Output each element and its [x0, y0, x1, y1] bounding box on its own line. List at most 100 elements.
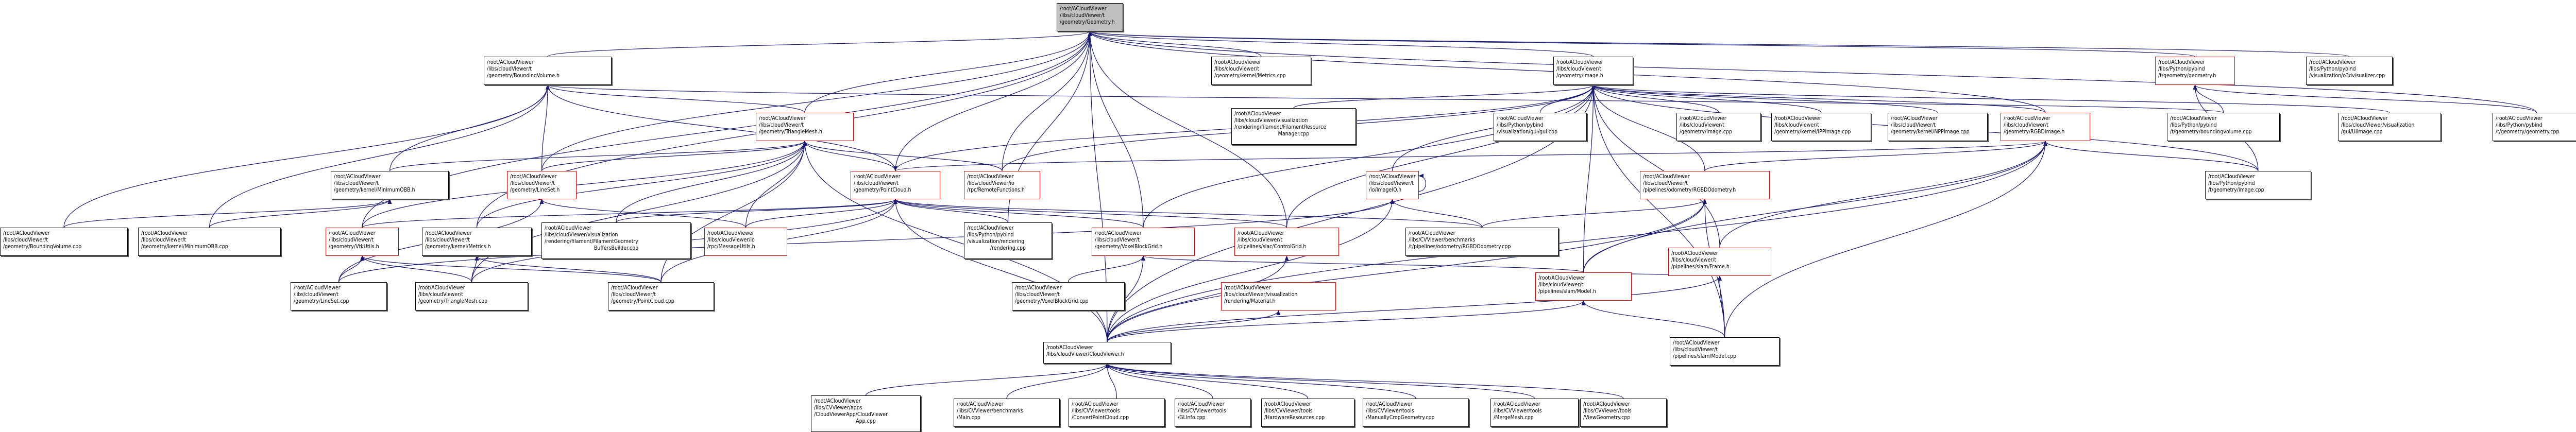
- graph-node-pybind-boundingvolume-cpp[interactable]: /root/ACloudViewer/libs/Python/pybind/t/…: [2167, 113, 2280, 141]
- dependency-edge: [476, 141, 807, 228]
- node-label-line: /HardwareResources.cpp: [1264, 414, 1325, 421]
- node-label-line: /root/ACloudViewer: [2208, 174, 2255, 180]
- graph-node-convertpointcloud-cpp[interactable]: /root/ACloudViewer/libs/CVViewer/tools/C…: [1069, 399, 1165, 427]
- dependency-edge: [893, 199, 1483, 228]
- graph-node-pointcloud-cpp[interactable]: /root/ACloudViewer/libs/cloudViewer/t/ge…: [608, 282, 714, 310]
- graph-node-lineset-cpp[interactable]: /root/ACloudViewer/libs/cloudViewer/t/ge…: [291, 282, 387, 310]
- graph-node-manuallycropgeometry-cpp[interactable]: /root/ACloudViewer/libs/CVViewer/tools/M…: [1363, 399, 1469, 427]
- graph-node-minimumobb-cpp[interactable]: /root/ACloudViewer/libs/cloudViewer/t/ge…: [138, 228, 281, 256]
- graph-node-pybind-geometry-h[interactable]: /root/ACloudViewer/libs/Python/pybind/t/…: [2155, 57, 2235, 85]
- dependency-edge: [1088, 31, 1287, 228]
- graph-node-messageutils-h[interactable]: /root/ACloudViewer/libs/cloudViewer/io/r…: [704, 228, 787, 256]
- dependency-edge: [1105, 363, 1117, 399]
- dependency-edge: [893, 199, 1144, 228]
- node-label-line: /geometry/VoxelBlockGrid.cpp: [1015, 298, 1089, 304]
- graph-node-geometry-h[interactable]: /root/ACloudViewer/libs/cloudViewer/t/ge…: [1057, 3, 1123, 31]
- node-label-line: /geometry/VoxelBlockGrid.h: [1095, 244, 1163, 250]
- node-label-line: App.cpp: [856, 418, 876, 424]
- node-label-line: /root/ACloudViewer: [1583, 401, 1630, 407]
- graph-node-cloudviewerapp-cpp[interactable]: /root/ACloudViewer/libs/CVViewer/apps/Cl…: [811, 395, 921, 432]
- node-label-line: /libs/CVViewer/benchmarks: [1409, 237, 1476, 243]
- node-label-line: /root/ACloudViewer: [1494, 401, 1540, 407]
- graph-node-bench-main-cpp[interactable]: /root/ACloudViewer/libs/CVViewer/benchma…: [954, 399, 1060, 427]
- node-label-line: /libs/CVViewer/benchmarks: [957, 408, 1024, 414]
- graph-node-hardwareresources-cpp[interactable]: /root/ACloudViewer/libs/CVViewer/tools/H…: [1261, 399, 1354, 427]
- graph-node-cloudviewer-h[interactable]: /root/ACloudViewer/libs/cloudViewer/Clou…: [1043, 342, 1171, 364]
- graph-node-image-h[interactable]: /root/ACloudViewer/libs/cloudViewer/t/ge…: [1553, 57, 1633, 85]
- graph-node-pybind-rendering-cpp[interactable]: /root/ACloudViewer/libs/Python/pybind/vi…: [964, 222, 1052, 259]
- node-label-line: /root/ACloudViewer: [1214, 59, 1261, 65]
- node-label-line: /libs/cloudViewer/t: [329, 237, 374, 243]
- node-label-line: /libs/cloudViewer/visualization: [2341, 122, 2415, 128]
- dependency-edge: [1107, 310, 1281, 342]
- dependency-edge: [865, 363, 1109, 396]
- graph-node-uiimage-cpp[interactable]: /root/ACloudViewer/libs/cloudViewer/visu…: [2338, 113, 2441, 141]
- graph-node-voxelblockgrid-cpp[interactable]: /root/ACloudViewer/libs/cloudViewer/t/ge…: [1012, 282, 1125, 310]
- graph-node-rgbdimage-h[interactable]: /root/ACloudViewer/libs/cloudViewer/t/ge…: [2001, 113, 2090, 141]
- graph-node-boundingvolume-cpp[interactable]: /root/ACloudViewer/libs/cloudViewer/t/ge…: [0, 228, 128, 256]
- node-label-line: /ConvertPointCloud.cpp: [1072, 414, 1129, 421]
- graph-node-bench-rgbdodometry-cpp[interactable]: /root/ACloudViewer/libs/CVViewer/benchma…: [1405, 228, 1558, 256]
- node-label-line: /ViewGeometry.cpp: [1583, 414, 1631, 421]
- node-label-line: /geometry/BoundingVolume.h: [487, 73, 560, 79]
- dependency-edge: [1481, 199, 1707, 228]
- graph-node-pybind-image-cpp[interactable]: /root/ACloudViewer/libs/Python/pybind/t/…: [2205, 171, 2311, 199]
- graph-node-viewgeometry-cpp[interactable]: /root/ACloudViewer/libs/CVViewer/tools/V…: [1580, 399, 1667, 427]
- graph-node-ippimage-cpp[interactable]: /root/ACloudViewer/libs/cloudViewer/t/ge…: [1771, 113, 1871, 141]
- dependency-edge: [1002, 31, 1092, 171]
- node-label-line: /root/ACloudViewer: [1643, 174, 1690, 180]
- graph-node-trianglemesh-h[interactable]: /root/ACloudViewer/libs/cloudViewer/t/ge…: [756, 113, 854, 141]
- node-label-line: /libs/cloudViewer/t: [1538, 282, 1584, 288]
- node-label-line: /pipelines/slam/Model.cpp: [1673, 353, 1737, 359]
- graph-node-remotefunctions-h[interactable]: /root/ACloudViewer/libs/cloudViewer/io/r…: [964, 171, 1040, 199]
- node-label-line: /ManuallyCropGeometry.cpp: [1366, 414, 1435, 421]
- node-label-line: /libs/cloudViewer/t: [1671, 257, 1717, 263]
- graph-node-o3dvisualizer-cpp[interactable]: /root/ACloudViewer/libs/Python/pybind/vi…: [2306, 57, 2393, 85]
- graph-node-metrics-h[interactable]: /root/ACloudViewer/libs/cloudViewer/t/ge…: [422, 228, 532, 256]
- graph-node-lineset-h[interactable]: /root/ACloudViewer/libs/cloudViewer/t/ge…: [507, 171, 577, 199]
- node-label-line: /root/ACloudViewer: [3, 230, 50, 236]
- dependency-edge: [2193, 84, 2537, 113]
- node-label-line: /t/geometry/image.cpp: [2208, 187, 2264, 193]
- graph-node-imageio-h[interactable]: /root/ACloudViewer/libs/cloudViewer/t/io…: [1366, 171, 1419, 199]
- dependency-edge: [360, 255, 472, 283]
- node-label-line: /libs/cloudViewer/t: [141, 237, 187, 243]
- graph-node-material-h[interactable]: /root/ACloudViewer/libs/cloudViewer/visu…: [1221, 282, 1336, 310]
- graph-node-pointcloud-h[interactable]: /root/ACloudViewer/libs/cloudViewer/t/ge…: [851, 171, 940, 199]
- node-label-line: /pipelines/slam/Frame.h: [1671, 264, 1730, 270]
- node-label-line: /io/ImageIO.h: [1369, 187, 1402, 193]
- graph-node-filamentresource-cpp[interactable]: /root/ACloudViewer/libs/cloudViewer/visu…: [1231, 108, 1356, 145]
- graph-node-pybind-geometry-cpp[interactable]: /root/ACloudViewer/libs/Python/pybind/t/…: [2493, 113, 2576, 141]
- graph-node-image-cpp[interactable]: /root/ACloudViewer/libs/cloudViewer/t/ge…: [1676, 113, 1761, 141]
- graph-node-controlgrid-h[interactable]: /root/ACloudViewer/libs/cloudViewer/t/pi…: [1234, 228, 1339, 256]
- node-label-line: /geometry/Image.h: [1556, 73, 1603, 79]
- graph-node-metrics-cpp[interactable]: /root/ACloudViewer/libs/cloudViewer/t/ge…: [1211, 57, 1311, 85]
- dependency-edge: [895, 31, 1092, 171]
- graph-node-gui-cpp[interactable]: /root/ACloudViewer/libs/Python/pybind/vi…: [1494, 113, 1587, 141]
- node-label-line: /root/ACloudViewer: [1774, 115, 1821, 122]
- dependency-edge: [804, 31, 1092, 113]
- graph-node-slammodel-h[interactable]: /root/ACloudViewer/libs/cloudViewer/t/pi…: [1535, 272, 1632, 301]
- graph-node-nppimage-cpp[interactable]: /root/ACloudViewer/libs/cloudViewer/t/ge…: [1888, 113, 1988, 141]
- node-label-line: /libs/cloudViewer/t: [1095, 237, 1140, 243]
- graph-node-slammodel-cpp[interactable]: /root/ACloudViewer/libs/cloudViewer/t/pi…: [1670, 337, 1780, 366]
- graph-node-slamframe-h[interactable]: /root/ACloudViewer/libs/cloudViewer/t/pi…: [1668, 248, 1771, 276]
- dependency-edge: [389, 141, 807, 171]
- node-label-line: /MergeMesh.cpp: [1494, 414, 1534, 421]
- graph-node-voxelblockgrid-h[interactable]: /root/ACloudViewer/libs/cloudViewer/t/ge…: [1092, 228, 1195, 256]
- graph-node-glinfo-cpp[interactable]: /root/ACloudViewer/libs/CVViewer/tools/G…: [1175, 399, 1251, 427]
- graph-node-rgbdodometry-h[interactable]: /root/ACloudViewer/libs/cloudViewer/t/pi…: [1640, 171, 1770, 199]
- node-label-line: /geometry/RGBDImage.h: [2004, 129, 2065, 135]
- graph-node-minimumobb-h[interactable]: /root/ACloudViewer/libs/cloudViewer/t/ge…: [331, 171, 449, 199]
- node-label-line: Manager.cpp: [1278, 131, 1310, 137]
- graph-node-filamentgeometry-cpp[interactable]: /root/ACloudViewer/libs/cloudViewer/visu…: [541, 222, 691, 259]
- graph-node-boundingvolume-h[interactable]: /root/ACloudViewer/libs/cloudViewer/t/ge…: [484, 57, 612, 85]
- dependency-edge: [63, 84, 550, 228]
- graph-node-mergemesh-cpp[interactable]: /root/ACloudViewer/libs/CVViewer/tools/M…: [1490, 399, 1579, 427]
- graph-node-vtkutils-h[interactable]: /root/ACloudViewer/libs/cloudViewer/t/ge…: [326, 228, 399, 256]
- dependency-edge: [1088, 31, 2350, 57]
- graph-node-trianglemesh-cpp[interactable]: /root/ACloudViewer/libs/cloudViewer/t/ge…: [415, 282, 528, 310]
- node-label-line: /root/ACloudViewer: [1366, 401, 1413, 407]
- dependency-edge: [1105, 363, 1213, 399]
